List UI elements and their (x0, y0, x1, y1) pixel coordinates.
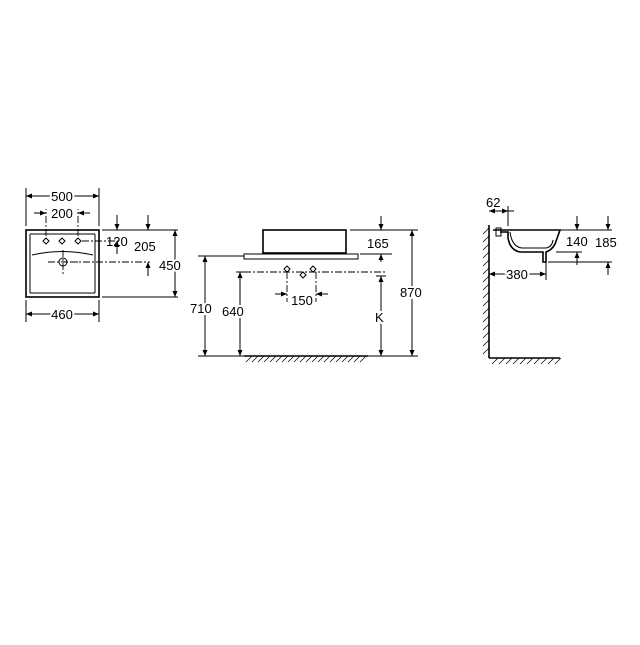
wall-hatch (482, 227, 490, 355)
dim-460: 460 (51, 307, 73, 322)
floor-hatch (491, 357, 562, 365)
dim-165: 165 (367, 236, 389, 251)
dim-140: 140 (566, 234, 588, 249)
countertop (243, 253, 359, 260)
dim-640: 640 (222, 304, 244, 319)
tap-hole-center (299, 271, 307, 279)
dim-450: 450 (159, 258, 181, 273)
top-view: 500 200 460 120 205 (25, 187, 183, 324)
tap-holes (42, 237, 82, 245)
dim-120: 120 (106, 234, 128, 249)
dim-185: 185 (595, 235, 617, 250)
basin-top-outline (25, 229, 100, 298)
tap-hole-left (42, 237, 50, 245)
basin-front-outline (262, 229, 347, 254)
tap-stub (495, 227, 502, 237)
dim-380: 380 (506, 267, 528, 282)
tap-hole-right (309, 265, 317, 273)
dim-62: 62 (486, 195, 500, 210)
bowl-inner-curve (509, 231, 554, 249)
tap-hole-center (58, 237, 66, 245)
dim-870: 870 (400, 285, 422, 300)
dim-500: 500 (51, 189, 73, 204)
dim-205: 205 (134, 239, 156, 254)
tap-hole-left (283, 265, 291, 273)
dim-K: K (375, 310, 384, 325)
front-view: 150 165 710 (188, 216, 424, 363)
dim-150: 150 (291, 293, 313, 308)
tap-hole-right (74, 237, 82, 245)
floor-hatch (245, 355, 367, 363)
side-view: 62 140 185 380 (482, 195, 617, 365)
basin-side-profile (493, 229, 562, 263)
basin-bowl-edge (31, 251, 94, 256)
dim-710: 710 (190, 301, 212, 316)
dim-200: 200 (51, 206, 73, 221)
